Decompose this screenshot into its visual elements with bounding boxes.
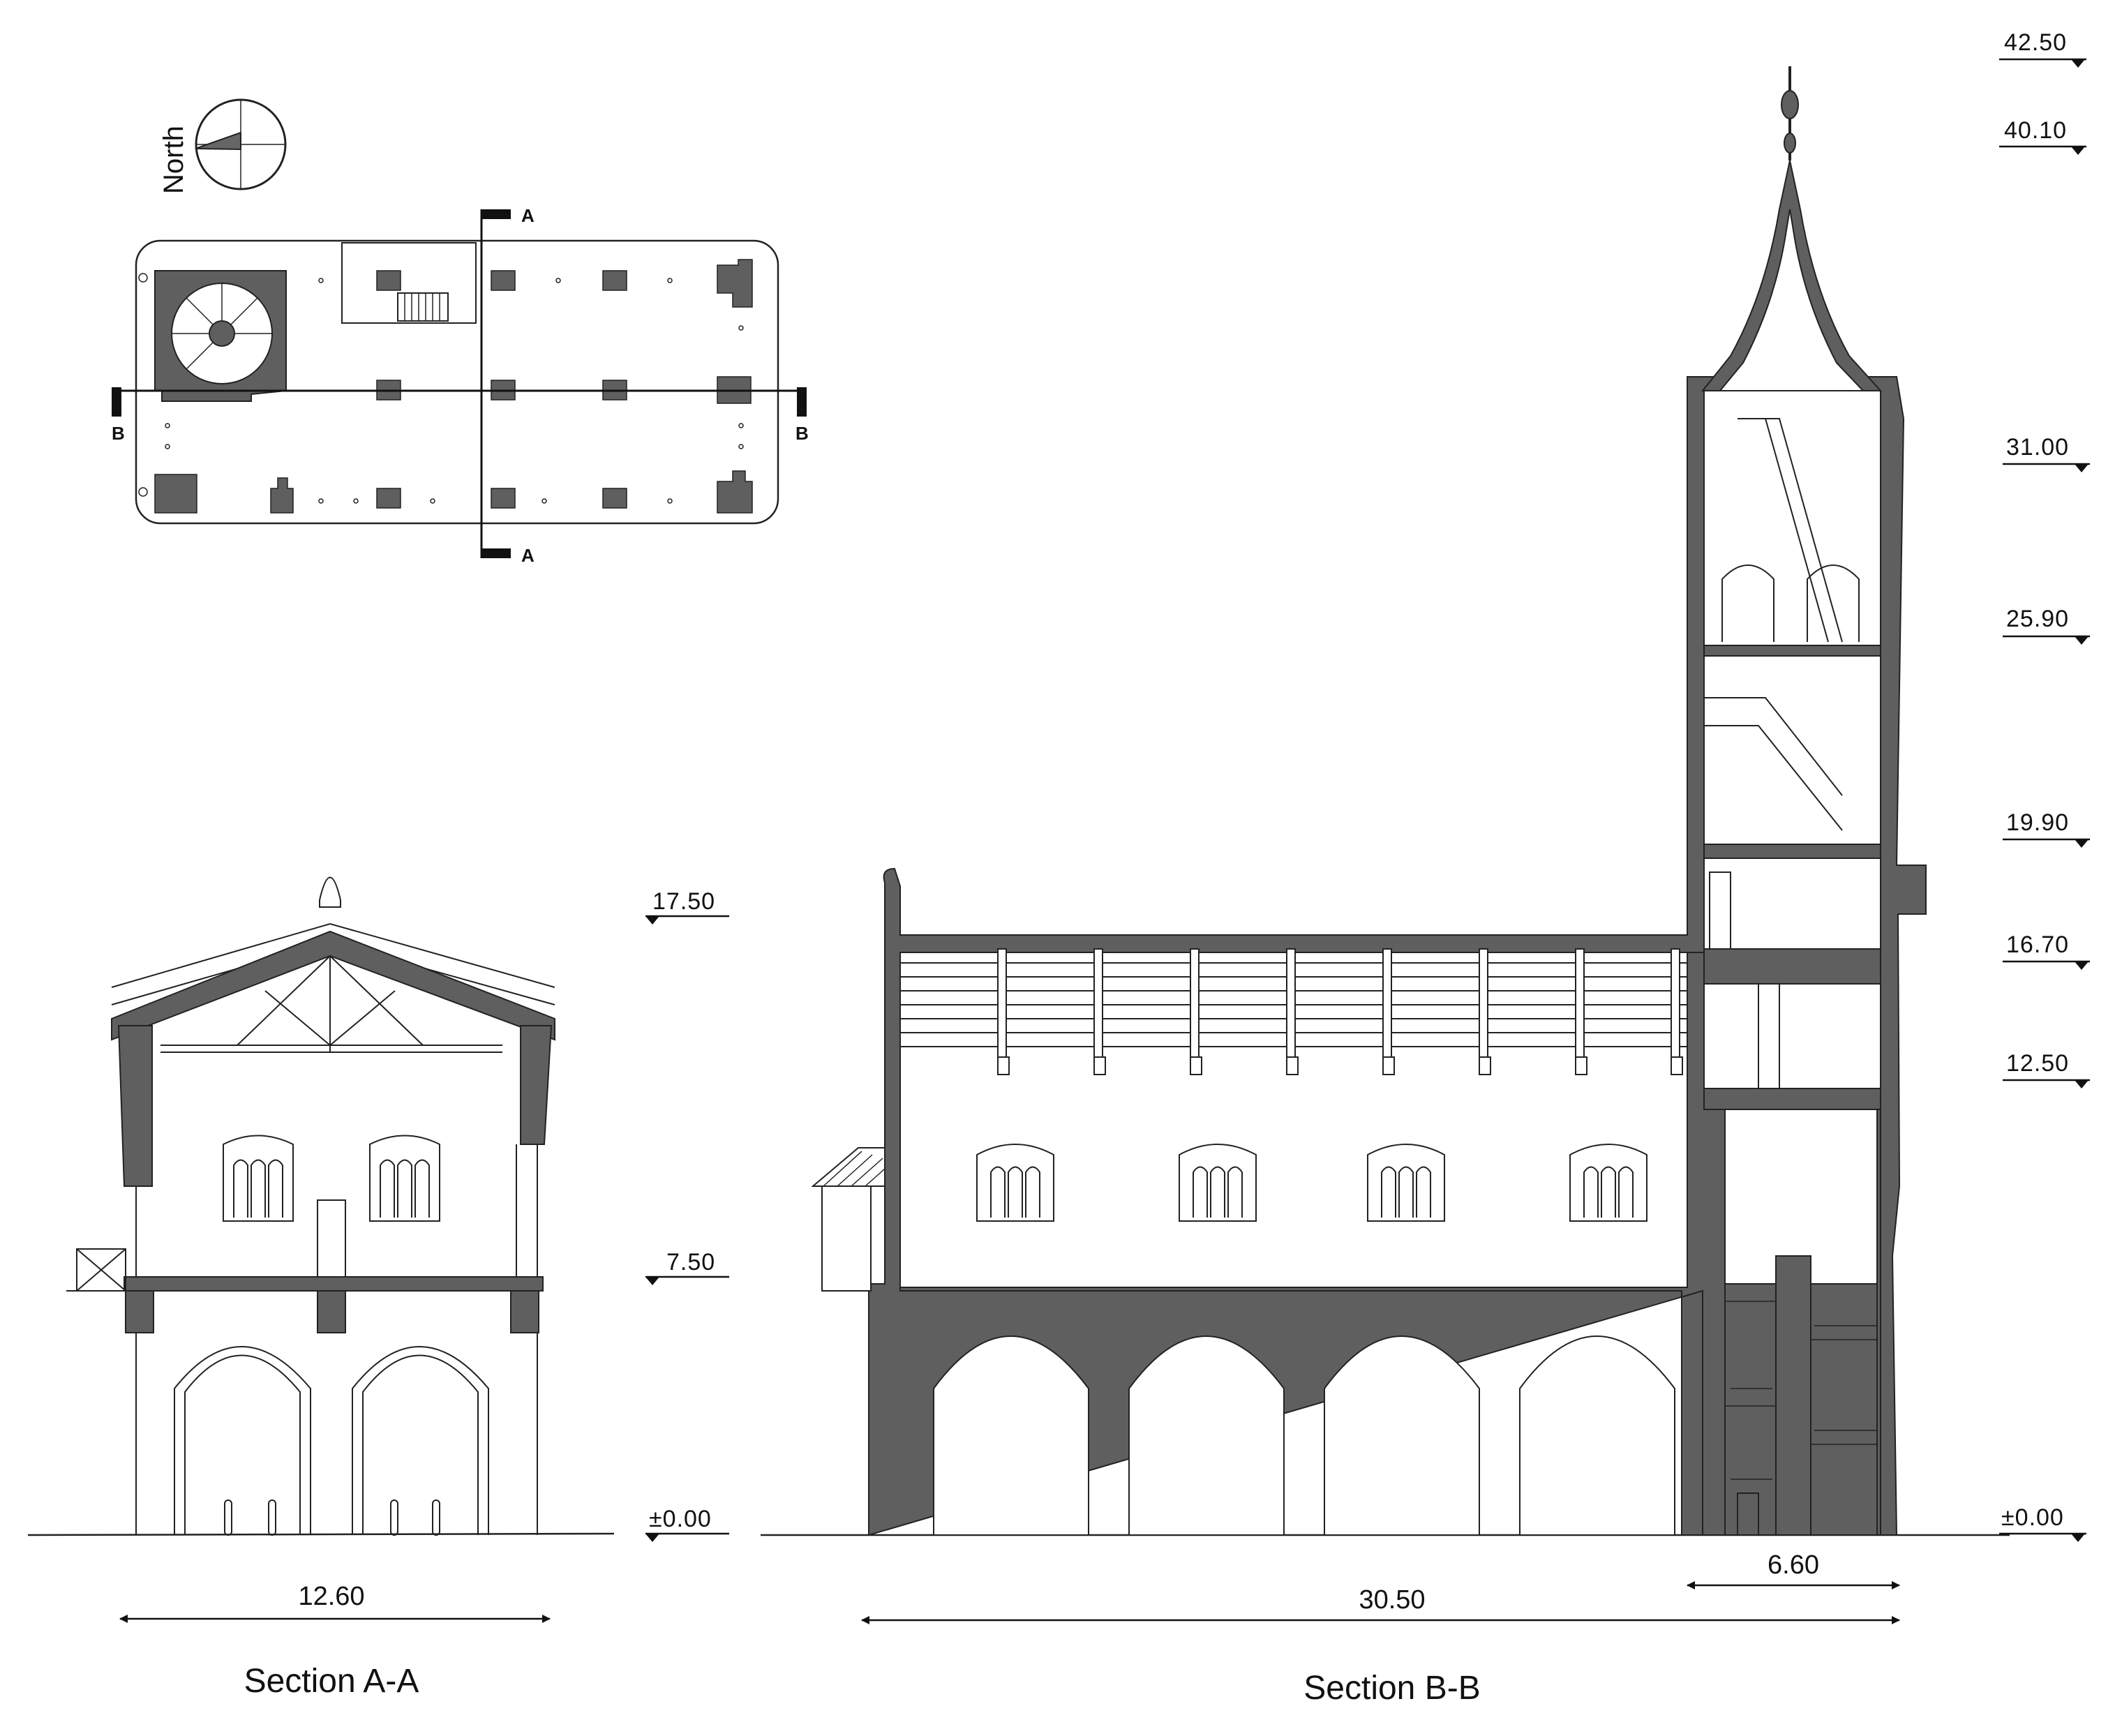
north-arrow: North: [158, 98, 287, 194]
section-a-caption: Section A-A: [244, 1663, 419, 1700]
section-b-level-label: 25.90: [2006, 606, 2069, 632]
section-a-level-label: ±0.00: [649, 1506, 712, 1532]
section-b-b-drawing: [761, 66, 2010, 1536]
section-b-level-label: 12.50: [2006, 1050, 2069, 1077]
section-a-a-drawing: [27, 876, 615, 1536]
section-a-level-3: ±0.00: [645, 1506, 729, 1542]
section-b-tower-dimension: 6.60: [1768, 1550, 1819, 1580]
section-a-level-2: 7.50: [645, 1249, 729, 1285]
plan-cut-label-a-top: A: [521, 205, 535, 226]
section-b-level-label: 19.90: [2006, 809, 2069, 836]
plan-cut-label-b-right: B: [795, 423, 809, 444]
floor-plan: [112, 209, 807, 558]
section-b-level-label: 16.70: [2006, 931, 2069, 958]
section-b-level-8: ±0.00: [1999, 1504, 2086, 1542]
section-b-level-label: ±0.00: [2001, 1504, 2064, 1531]
section-b-level-label: 40.10: [2004, 117, 2067, 144]
section-b-level-label: 42.50: [2004, 29, 2067, 56]
section-b-level-6: 16.70: [2003, 931, 2090, 970]
section-a-width-dimension: 12.60: [298, 1582, 364, 1611]
section-a-level-label: 17.50: [652, 888, 715, 915]
plan-cut-label-b-left: B: [112, 423, 125, 444]
section-b-level-label: 31.00: [2006, 434, 2069, 461]
section-b-level-5: 19.90: [2003, 809, 2090, 848]
section-b-level-4: 25.90: [2003, 606, 2090, 645]
plan-cut-label-a-bottom: A: [521, 545, 535, 566]
north-label: North: [158, 126, 189, 194]
section-a-level-1: 17.50: [645, 888, 729, 925]
section-b-level-7: 12.50: [2003, 1050, 2090, 1088]
section-a-level-label: 7.50: [666, 1249, 715, 1275]
section-b-total-dimension: 30.50: [1359, 1585, 1425, 1615]
section-b-level-1: 42.50: [1999, 29, 2086, 68]
section-b-level-2: 40.10: [1999, 117, 2086, 155]
section-b-level-3: 31.00: [2003, 434, 2090, 472]
section-b-caption: Section B-B: [1303, 1670, 1480, 1707]
